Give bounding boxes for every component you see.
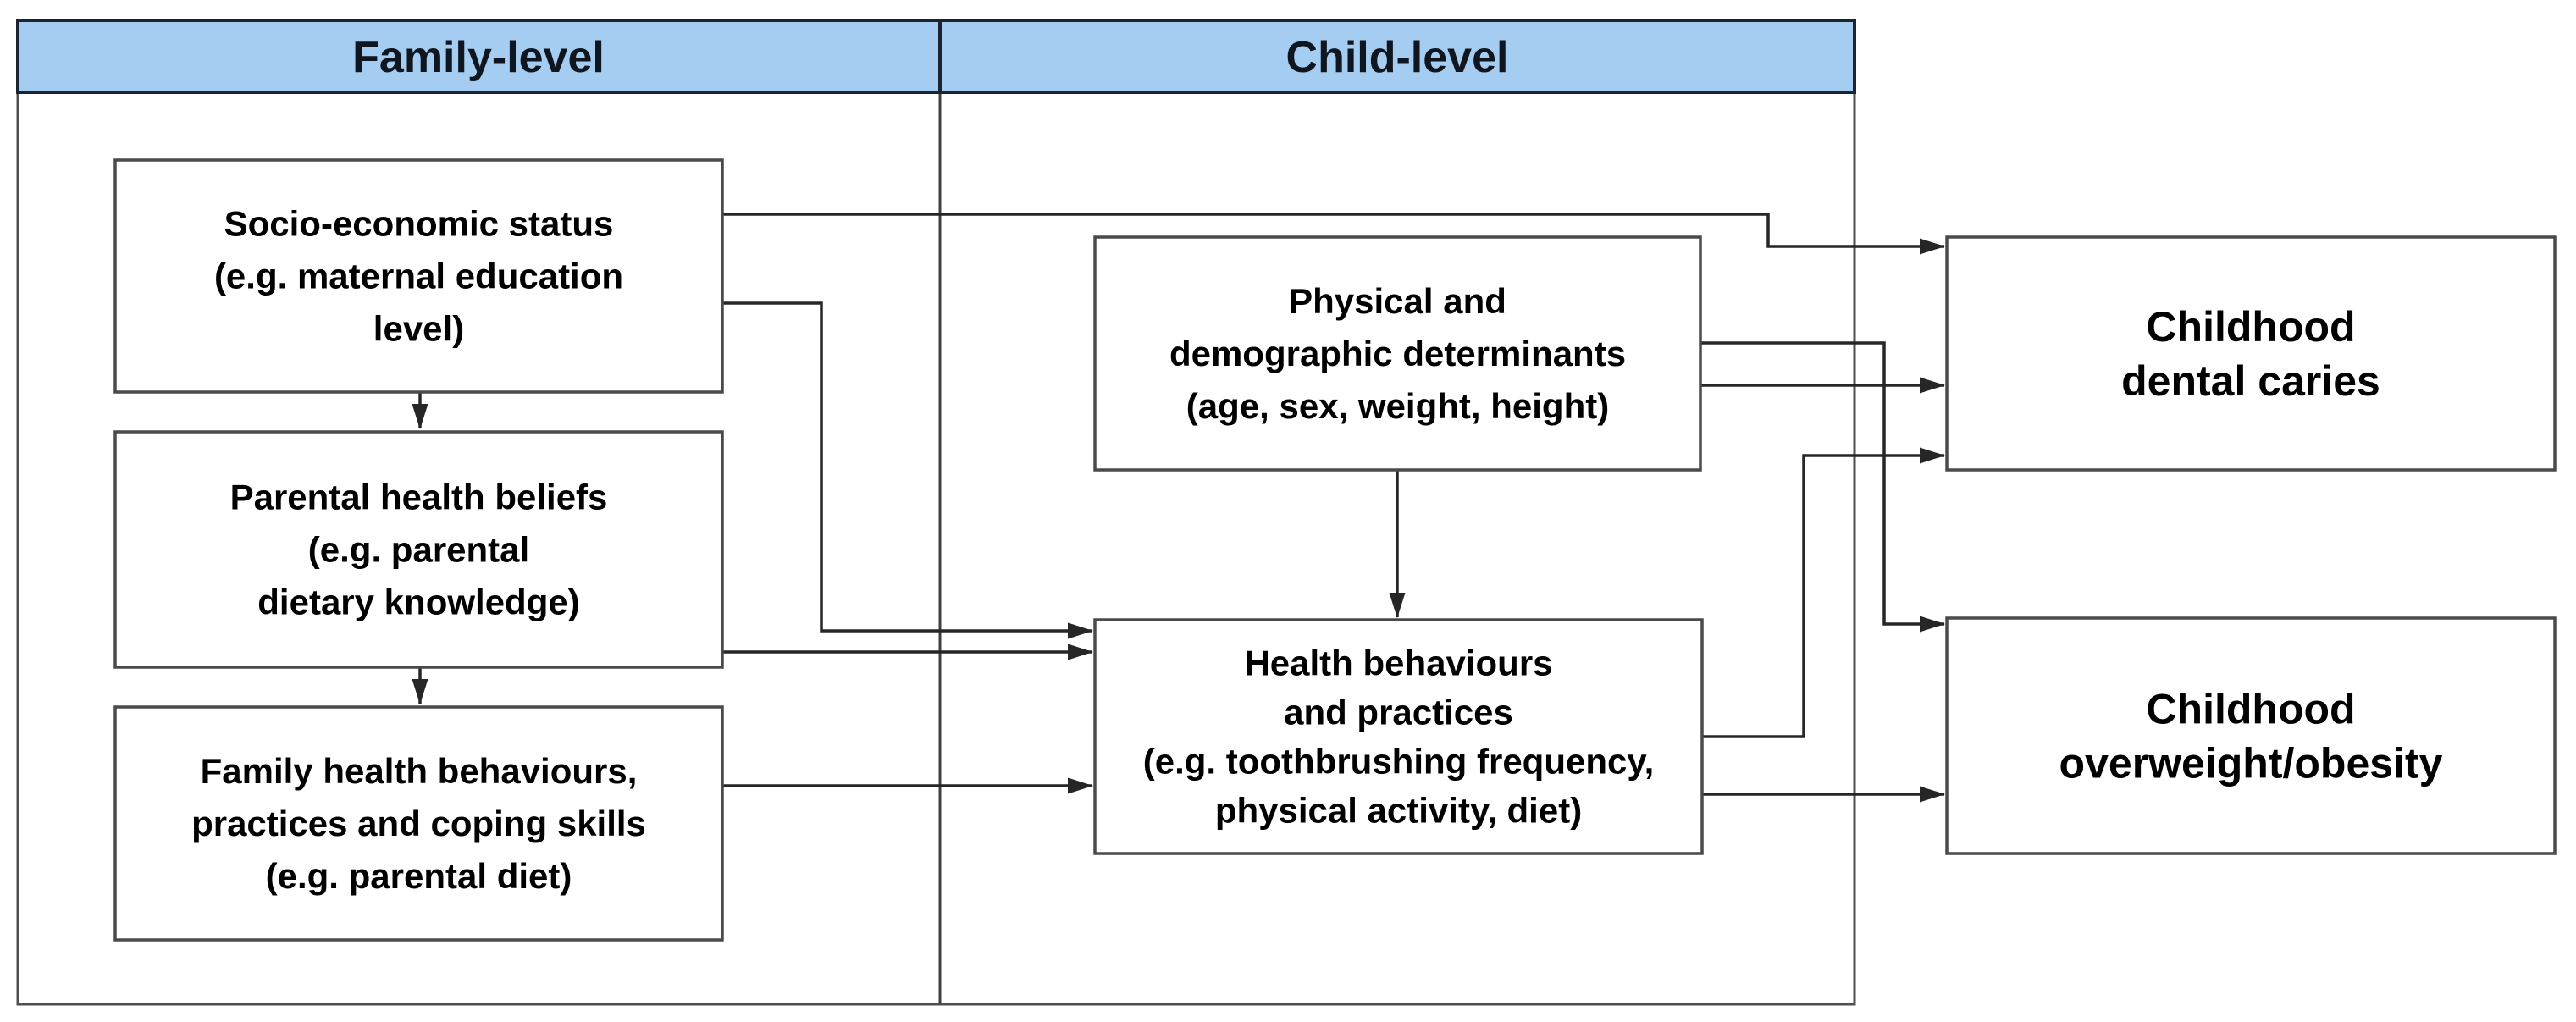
box-label-line: (e.g. toothbrushing frequency,	[1143, 742, 1655, 782]
header-cell-child-level	[938, 19, 1856, 94]
box-health-behaviours-practices-label: Health behaviours and practices (e.g. toot…	[1143, 644, 1655, 831]
box-label-line: dental caries	[2121, 357, 2380, 405]
arrow-health-behaviours-to-dental-caries	[1702, 447, 1945, 738]
header-child-level-label: Child-level	[1286, 33, 1509, 82]
box-label-line: demographic determinants	[1169, 334, 1626, 373]
box-childhood-dental-caries	[1945, 235, 2557, 472]
box-label-line: (e.g. maternal education	[214, 257, 623, 296]
box-label-line: and practices	[1284, 693, 1513, 732]
box-label-line: (e.g. parental diet)	[266, 856, 572, 896]
box-parental-health-beliefs-label: Parental health beliefs (e.g. parental die…	[230, 478, 608, 622]
arrow-ses-to-health-behaviours	[722, 301, 1093, 639]
box-label-line: physical activity, diet)	[1215, 791, 1582, 831]
header-family-level-label: Family-level	[352, 33, 605, 82]
box-label-line: Physical and	[1289, 281, 1506, 321]
box-family-health-behaviours-label: Family health behaviours, practices and c…	[191, 751, 646, 896]
box-physical-demographic-determinants	[1093, 235, 1702, 472]
box-health-behaviours-practices	[1093, 618, 1704, 855]
box-label-line: level)	[373, 309, 464, 349]
box-parental-health-beliefs	[113, 430, 724, 669]
box-childhood-overweight-obesity-label: Childhood overweight/obesity	[2059, 686, 2443, 787]
box-socio-economic-status	[113, 158, 724, 394]
header-cell-family-level	[16, 19, 942, 94]
box-label-line: Family health behaviours,	[201, 751, 638, 791]
box-label-line: Socio-economic status	[224, 204, 614, 244]
box-label-line: Parental health beliefs	[230, 478, 608, 517]
box-label-line: dietary knowledge)	[257, 583, 579, 622]
box-label-line: Childhood	[2146, 303, 2355, 351]
box-socio-economic-status-label: Socio-economic status (e.g. maternal educ…	[214, 204, 623, 349]
box-label-line: (age, sex, weight, height)	[1186, 386, 1609, 426]
box-label-line: (e.g. parental	[308, 530, 529, 570]
box-label-line: practices and coping skills	[191, 804, 646, 843]
box-label-line: Health behaviours	[1244, 644, 1552, 683]
box-physical-demographic-determinants-label: Physical and demographic determinants (age…	[1169, 281, 1626, 426]
arrow-ses-to-dental-caries	[722, 213, 1945, 255]
arrow-physical-determinants-to-overweight	[1700, 341, 1945, 633]
box-family-health-behaviours	[113, 705, 724, 942]
box-label-line: Childhood	[2146, 686, 2355, 733]
box-childhood-dental-caries-label: Childhood dental caries	[2121, 303, 2380, 405]
box-childhood-overweight-obesity	[1945, 616, 2557, 855]
box-label-line: overweight/obesity	[2059, 740, 2443, 787]
